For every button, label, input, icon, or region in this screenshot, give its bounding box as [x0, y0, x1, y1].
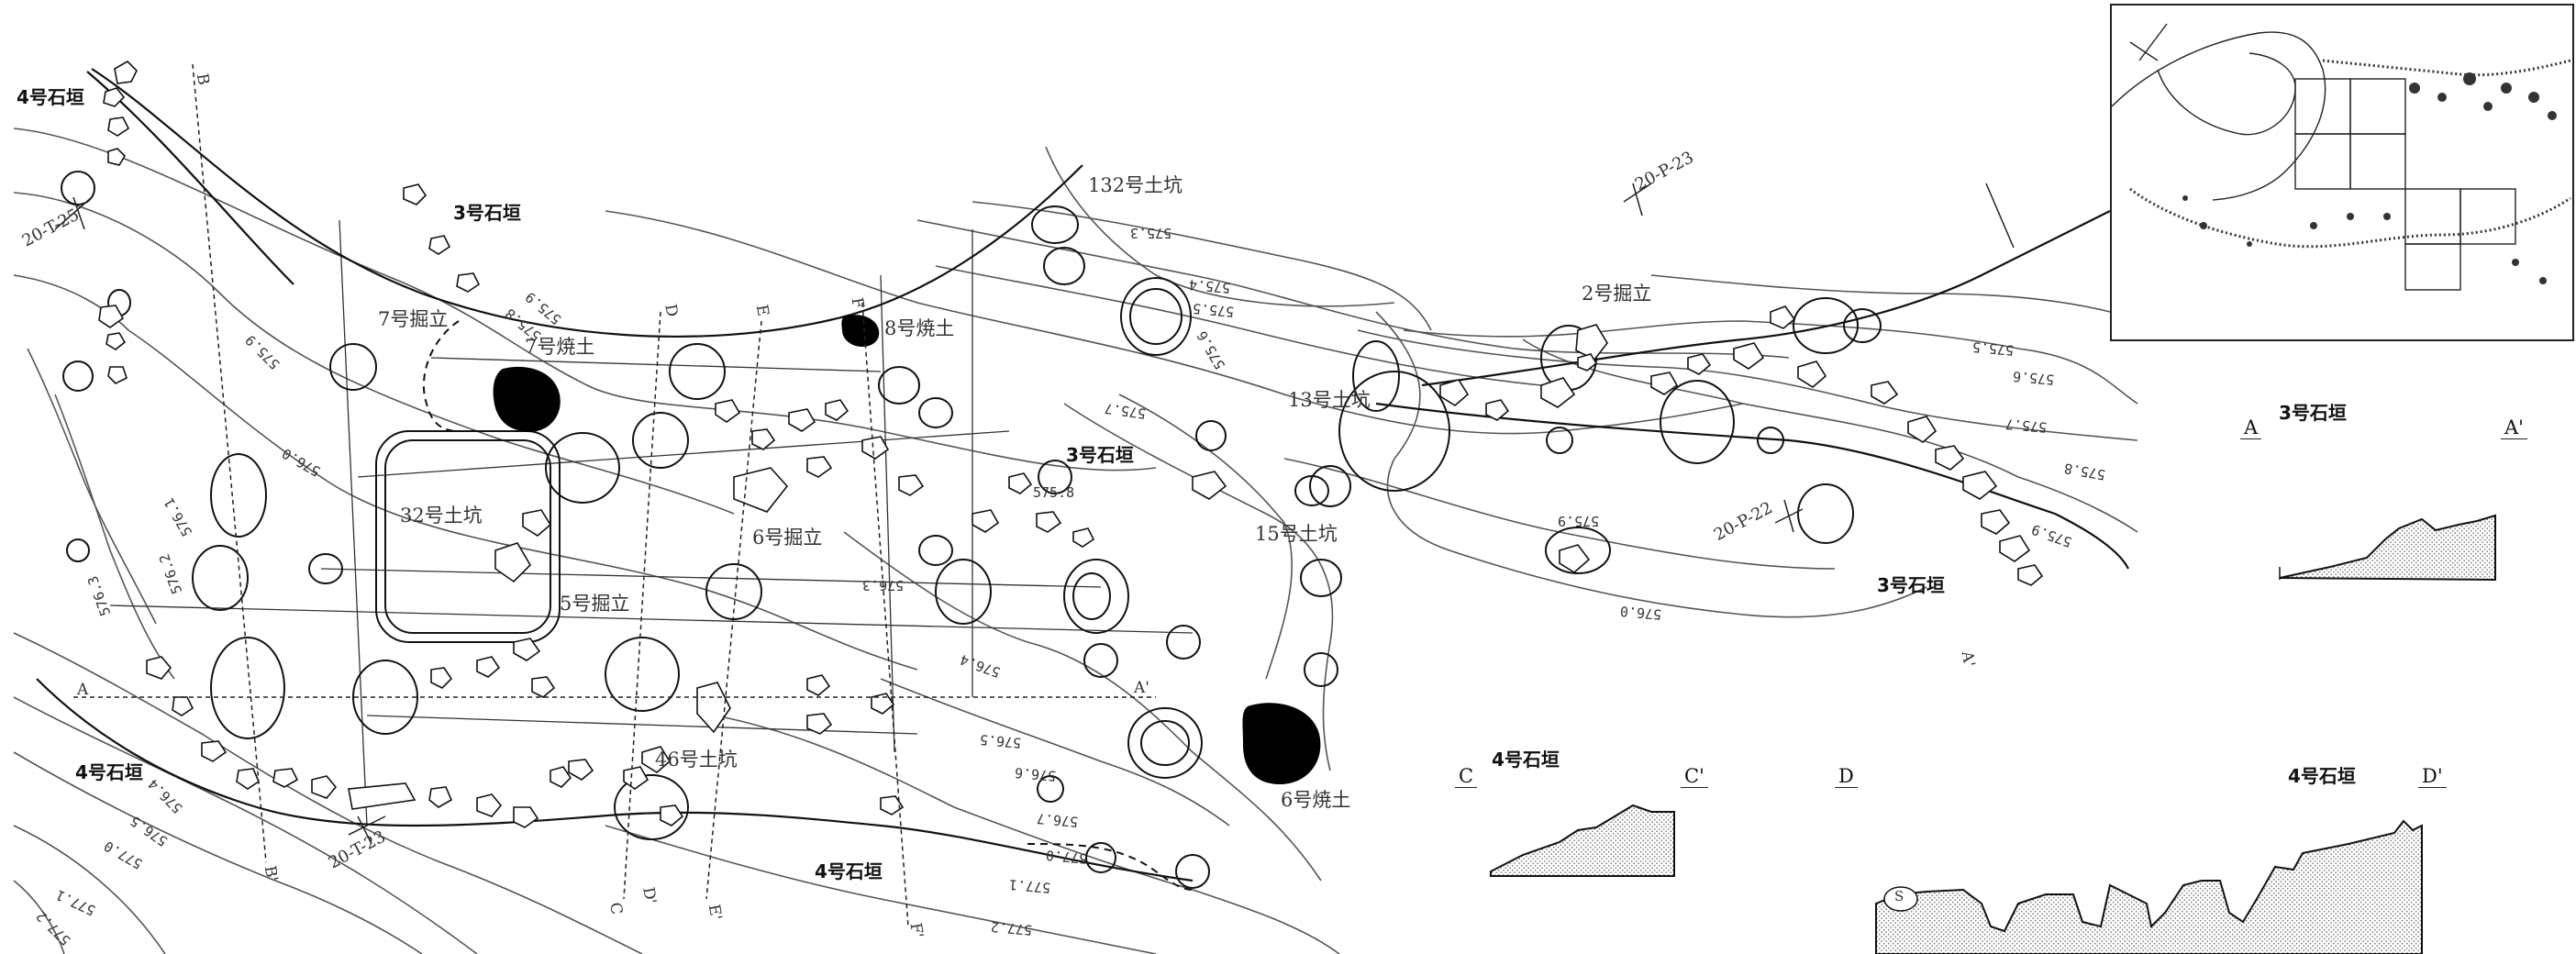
label-wall-3-east: 3号石垣	[1877, 574, 1945, 596]
contour-label: 577.0	[1045, 847, 1088, 867]
pit-32-outline	[384, 439, 551, 634]
contour-label: 575.8	[1033, 484, 1075, 501]
section-c-end: C'	[1681, 767, 1708, 788]
label-pit-32: 32号土坑	[400, 505, 483, 527]
contour-label: 575.5	[1971, 338, 2015, 359]
section-profile-a	[2279, 514, 2496, 582]
label-wall-3-center: 3号石垣	[1066, 444, 1134, 466]
contour-label: 577.1	[1008, 876, 1051, 896]
section-a-title: 3号石垣	[2279, 402, 2347, 424]
section-mark-d: D	[661, 302, 682, 318]
section-a-end: A'	[2501, 418, 2527, 439]
label-pit-46: 46号土坑	[655, 749, 738, 771]
label-pillar-6: 6号掘立	[752, 527, 823, 549]
contour-label: 577.2	[990, 918, 1033, 938]
contour-label: 575.3	[1130, 225, 1172, 241]
grid-crosses	[54, 183, 2015, 845]
burnt-soil-8	[841, 315, 880, 347]
inset-key-map	[2110, 4, 2574, 341]
feature-outlines	[61, 171, 1882, 889]
section-mark-e-prime: E'	[704, 903, 726, 922]
label-wall-4-nw: 4号石垣	[17, 86, 84, 108]
section-mark-a-prime-2: A'	[1957, 649, 1979, 669]
contour-label: 576.5	[979, 731, 1022, 751]
burnt-soil-7	[493, 366, 561, 432]
label-pillar-5: 5号掘立	[560, 593, 630, 615]
section-mark-b-prime: B'	[260, 864, 282, 883]
contour-label: 576.0	[1619, 603, 1662, 623]
section-profile-d	[1875, 819, 2423, 954]
label-burnt-soil-7: 7号焼土	[525, 336, 595, 358]
section-mark-f-prime: F'	[905, 921, 927, 940]
section-d-title: 4号石垣	[2288, 765, 2356, 787]
contour-label: 575.7	[2004, 416, 2048, 436]
label-wall-4-south: 4号石垣	[815, 860, 883, 882]
contour-label: 576.3	[862, 577, 905, 593]
section-profile-c	[1490, 804, 1675, 877]
label-pit-132: 132号土坑	[1088, 174, 1183, 196]
section-a-start: A	[2240, 418, 2262, 439]
stones	[98, 61, 2044, 828]
contour-label: 575.9	[1558, 513, 1600, 529]
label-wall-4-sw: 4号石垣	[75, 761, 143, 783]
label-pillar-2: 2号掘立	[1582, 283, 1652, 305]
section-mark-a-prime: A'	[1134, 679, 1149, 697]
section-c-start: C	[1455, 767, 1478, 788]
section-mark-d-prime: D'	[638, 885, 661, 906]
inset-map-drawing	[2112, 23, 2571, 291]
contour-label: 575.6	[2012, 368, 2055, 388]
section-d-end: D'	[2418, 767, 2447, 788]
label-pit-13: 13号土坑	[1288, 389, 1371, 411]
contour-label: 575.5	[1192, 300, 1235, 320]
label-pillar-7: 7号掘立	[378, 308, 449, 330]
section-mark-a: A	[77, 681, 89, 699]
contour-label: 576.6	[1014, 764, 1057, 784]
dashed-outlines	[422, 320, 1194, 891]
section-lines	[73, 63, 1156, 927]
label-pit-15: 15号土坑	[1255, 523, 1338, 545]
label-burnt-soil-6: 6号焼土	[1281, 789, 1351, 811]
section-d-start: D	[1835, 767, 1858, 788]
label-wall-3-north: 3号石垣	[453, 202, 521, 224]
burnt-soil-features	[493, 315, 1321, 784]
label-burnt-soil-8: 8号焼土	[884, 317, 955, 339]
section-d-stone-label: S	[1894, 888, 1904, 904]
section-c-title: 4号石垣	[1492, 749, 1560, 771]
contour-label: 576.7	[1036, 810, 1079, 830]
contour-label: 575.4	[1188, 276, 1231, 296]
burnt-soil-6	[1242, 703, 1321, 784]
